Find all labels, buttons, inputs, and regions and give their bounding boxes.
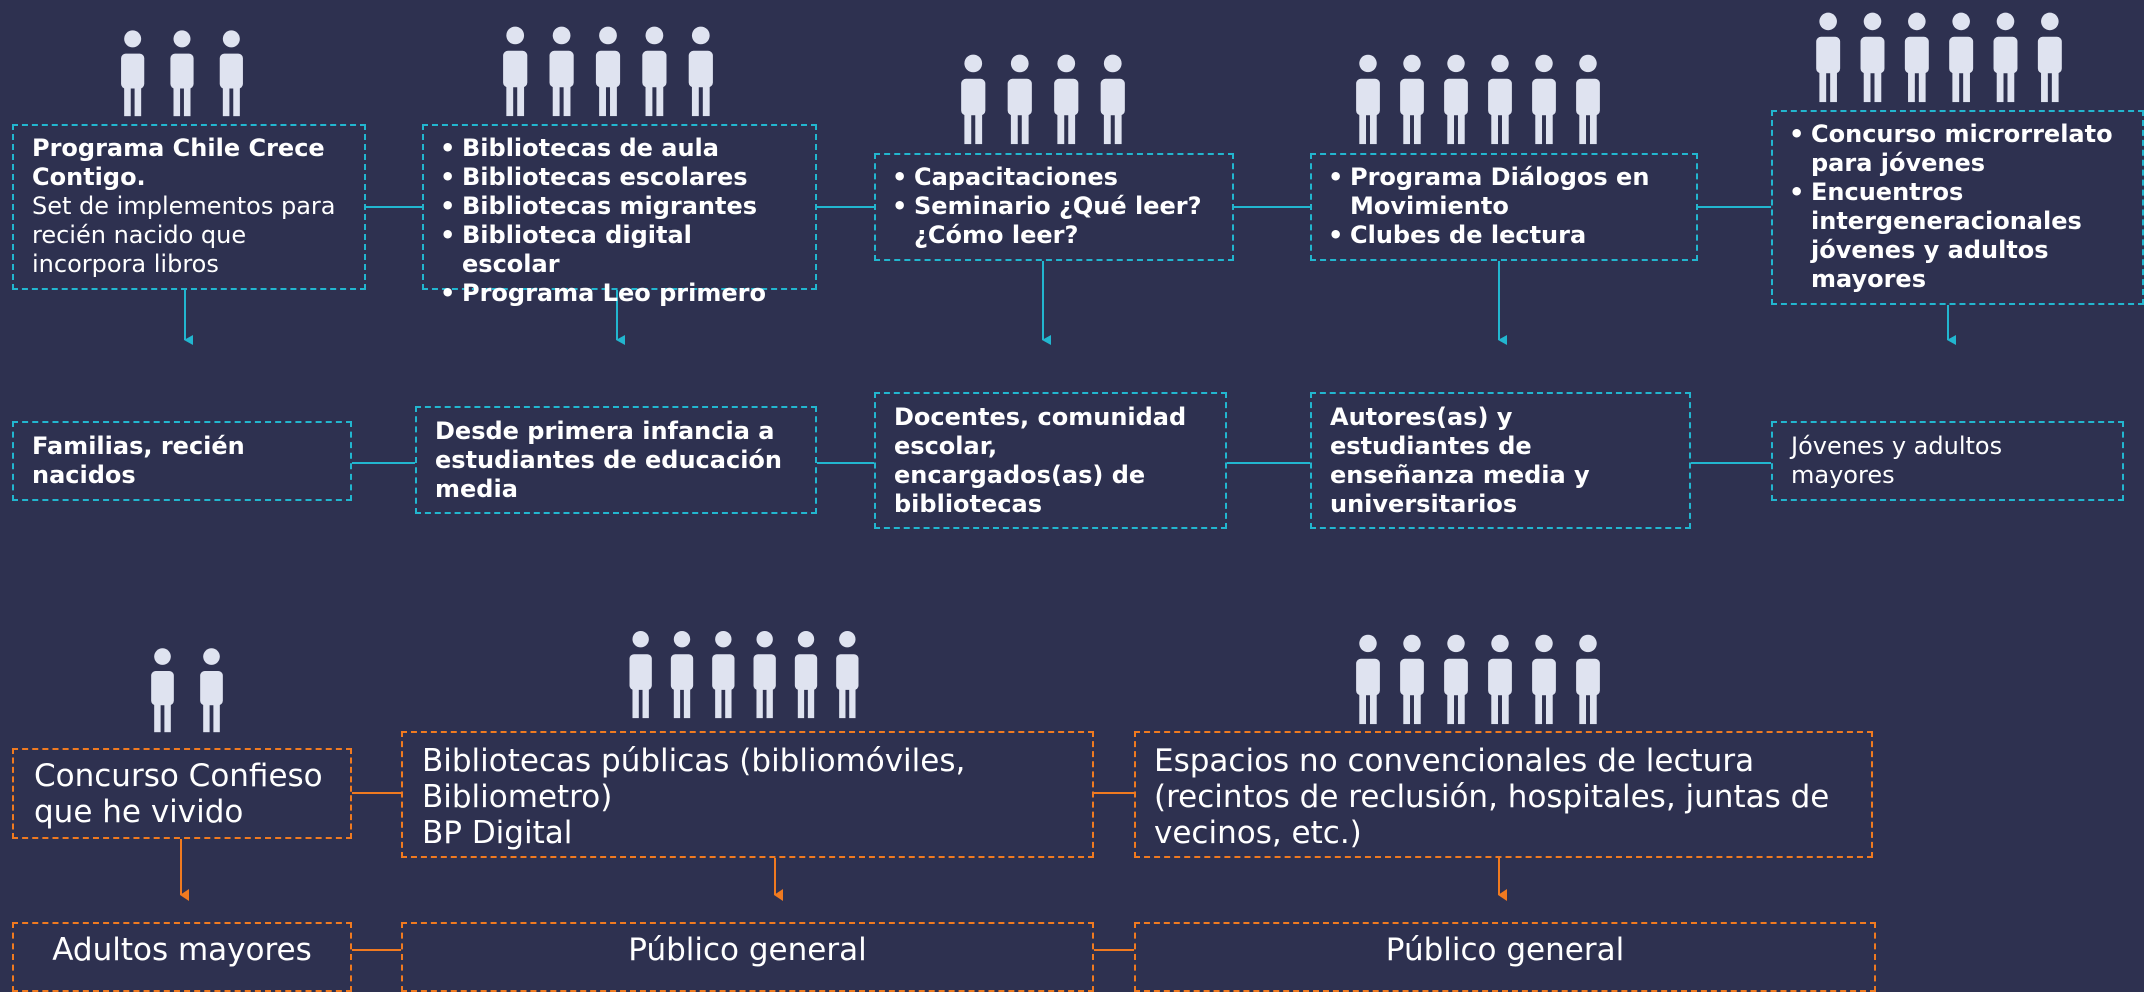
person-figure <box>688 26 713 117</box>
program-item: Clubes de lectura <box>1328 221 1678 250</box>
person-figure <box>753 630 776 719</box>
audience-box-publico-general-2: Público general <box>1134 922 1876 992</box>
audience-text: Autores(as) y estudiantes de enseñanza m… <box>1330 402 1590 518</box>
people-icon-public-library <box>629 630 859 719</box>
person-figure <box>1488 634 1512 725</box>
program-box-espacios: Espacios no convencionales de lectura (r… <box>1134 731 1873 858</box>
program-item: Capacitaciones <box>892 163 1214 192</box>
person-figure <box>170 30 194 117</box>
person-figure <box>2037 12 2062 103</box>
person-figure <box>595 26 621 117</box>
audience-box-jovenes-adultos: Jóvenes y adultos mayores <box>1771 421 2124 501</box>
program-item: Encuentros intergeneracionales jóvenes y… <box>1789 178 2124 294</box>
person-figure <box>1054 54 1079 145</box>
person-figure <box>1356 634 1380 725</box>
program-item: Programa Leo primero <box>440 279 797 308</box>
program-item: Bibliotecas de aula <box>440 134 797 163</box>
audience-box-estudiantes: Desde primera infancia a estudiantes de … <box>415 406 817 514</box>
program-title: Programa Chile Crece Contigo. <box>32 134 325 191</box>
person-figure <box>1949 12 1974 103</box>
audience-box-docentes: Docentes, comunidad escolar, encargados(… <box>874 392 1227 529</box>
program-item: Bibliotecas migrantes <box>440 192 797 221</box>
program-box-bibliotecas: Bibliotecas de aula Bibliotecas escolare… <box>422 124 817 308</box>
person-figure <box>1444 54 1468 145</box>
program-line: Bibliotecas públicas (bibliomóviles, Bib… <box>422 743 966 815</box>
person-figure <box>503 26 528 117</box>
person-figure <box>794 630 818 719</box>
program-line: BP Digital <box>422 815 573 851</box>
person-figure <box>670 630 694 719</box>
people-icon-youth-elders <box>1816 12 2062 103</box>
person-figure <box>151 648 174 733</box>
program-text: Espacios no convencionales de lectura (r… <box>1154 743 1830 851</box>
people-icon-elderly-couple <box>151 648 223 733</box>
program-box-confieso: Concurso Confieso que he vivido <box>12 748 352 839</box>
person-figure <box>219 30 243 117</box>
program-text: Concurso Confieso que he vivido <box>34 757 323 830</box>
program-box-microrrelato: Concurso microrrelato para jóvenes Encue… <box>1771 110 2144 305</box>
program-description: Set de implementos para recién nacido qu… <box>32 192 336 278</box>
person-figure <box>1444 634 1468 725</box>
people-icon-authors <box>1356 54 1600 145</box>
audience-text: Jóvenes y adultos mayores <box>1791 432 2003 489</box>
audience-box-autores: Autores(as) y estudiantes de enseñanza m… <box>1310 392 1691 529</box>
audience-text: Adultos mayores <box>52 932 312 968</box>
person-figure <box>1532 54 1556 145</box>
person-figure <box>836 630 859 719</box>
person-figure <box>1816 12 1841 103</box>
person-figure <box>549 26 574 117</box>
program-item: Biblioteca digital escolar <box>440 221 797 279</box>
audience-box-adultos-mayores: Adultos mayores <box>12 922 352 992</box>
audience-text: Desde primera infancia a estudiantes de … <box>435 416 783 503</box>
audience-box-familias: Familias, recién nacidos <box>12 421 352 501</box>
person-figure <box>629 630 652 719</box>
person-figure <box>1576 634 1600 725</box>
audience-text: Familias, recién nacidos <box>32 432 245 489</box>
program-box-dialogos: Programa Diálogos en Movimiento Clubes d… <box>1310 153 1698 261</box>
person-figure <box>961 54 986 145</box>
person-figure <box>1993 12 2018 103</box>
audience-box-publico-general-1: Público general <box>401 922 1094 992</box>
person-figure <box>1904 12 1929 103</box>
people-icon-teachers <box>961 54 1125 145</box>
audience-text: Público general <box>1385 932 1625 968</box>
audience-text: Público general <box>628 932 867 968</box>
audience-text: Docentes, comunidad escolar, encargados(… <box>894 402 1187 518</box>
person-figure <box>1576 54 1600 145</box>
program-item: Programa Diálogos en Movimiento <box>1328 163 1678 221</box>
people-icon-newborn-family <box>121 30 243 117</box>
person-figure <box>712 630 735 719</box>
person-figure <box>642 26 667 117</box>
person-figure <box>1356 54 1380 145</box>
people-icon-nonconventional <box>1356 634 1600 725</box>
program-item: Seminario ¿Qué leer? ¿Cómo leer? <box>892 192 1214 250</box>
program-box-chile-crece: Programa Chile Crece Contigo. Set de imp… <box>12 124 366 290</box>
person-figure <box>121 30 145 117</box>
person-figure <box>1860 12 1885 103</box>
program-box-capacitaciones: Capacitaciones Seminario ¿Qué leer? ¿Cóm… <box>874 153 1234 261</box>
program-item: Bibliotecas escolares <box>440 163 797 192</box>
person-figure <box>1007 54 1032 145</box>
program-box-bibliotecas-publicas: Bibliotecas públicas (bibliomóviles, Bib… <box>401 731 1094 858</box>
person-figure <box>1488 54 1512 145</box>
person-figure <box>1100 54 1125 145</box>
person-figure <box>1400 54 1424 145</box>
people-icon-school-family <box>503 26 713 117</box>
person-figure <box>1400 634 1424 725</box>
program-item: Concurso microrrelato para jóvenes <box>1789 120 2124 178</box>
person-figure <box>1532 634 1556 725</box>
person-figure <box>200 648 223 733</box>
